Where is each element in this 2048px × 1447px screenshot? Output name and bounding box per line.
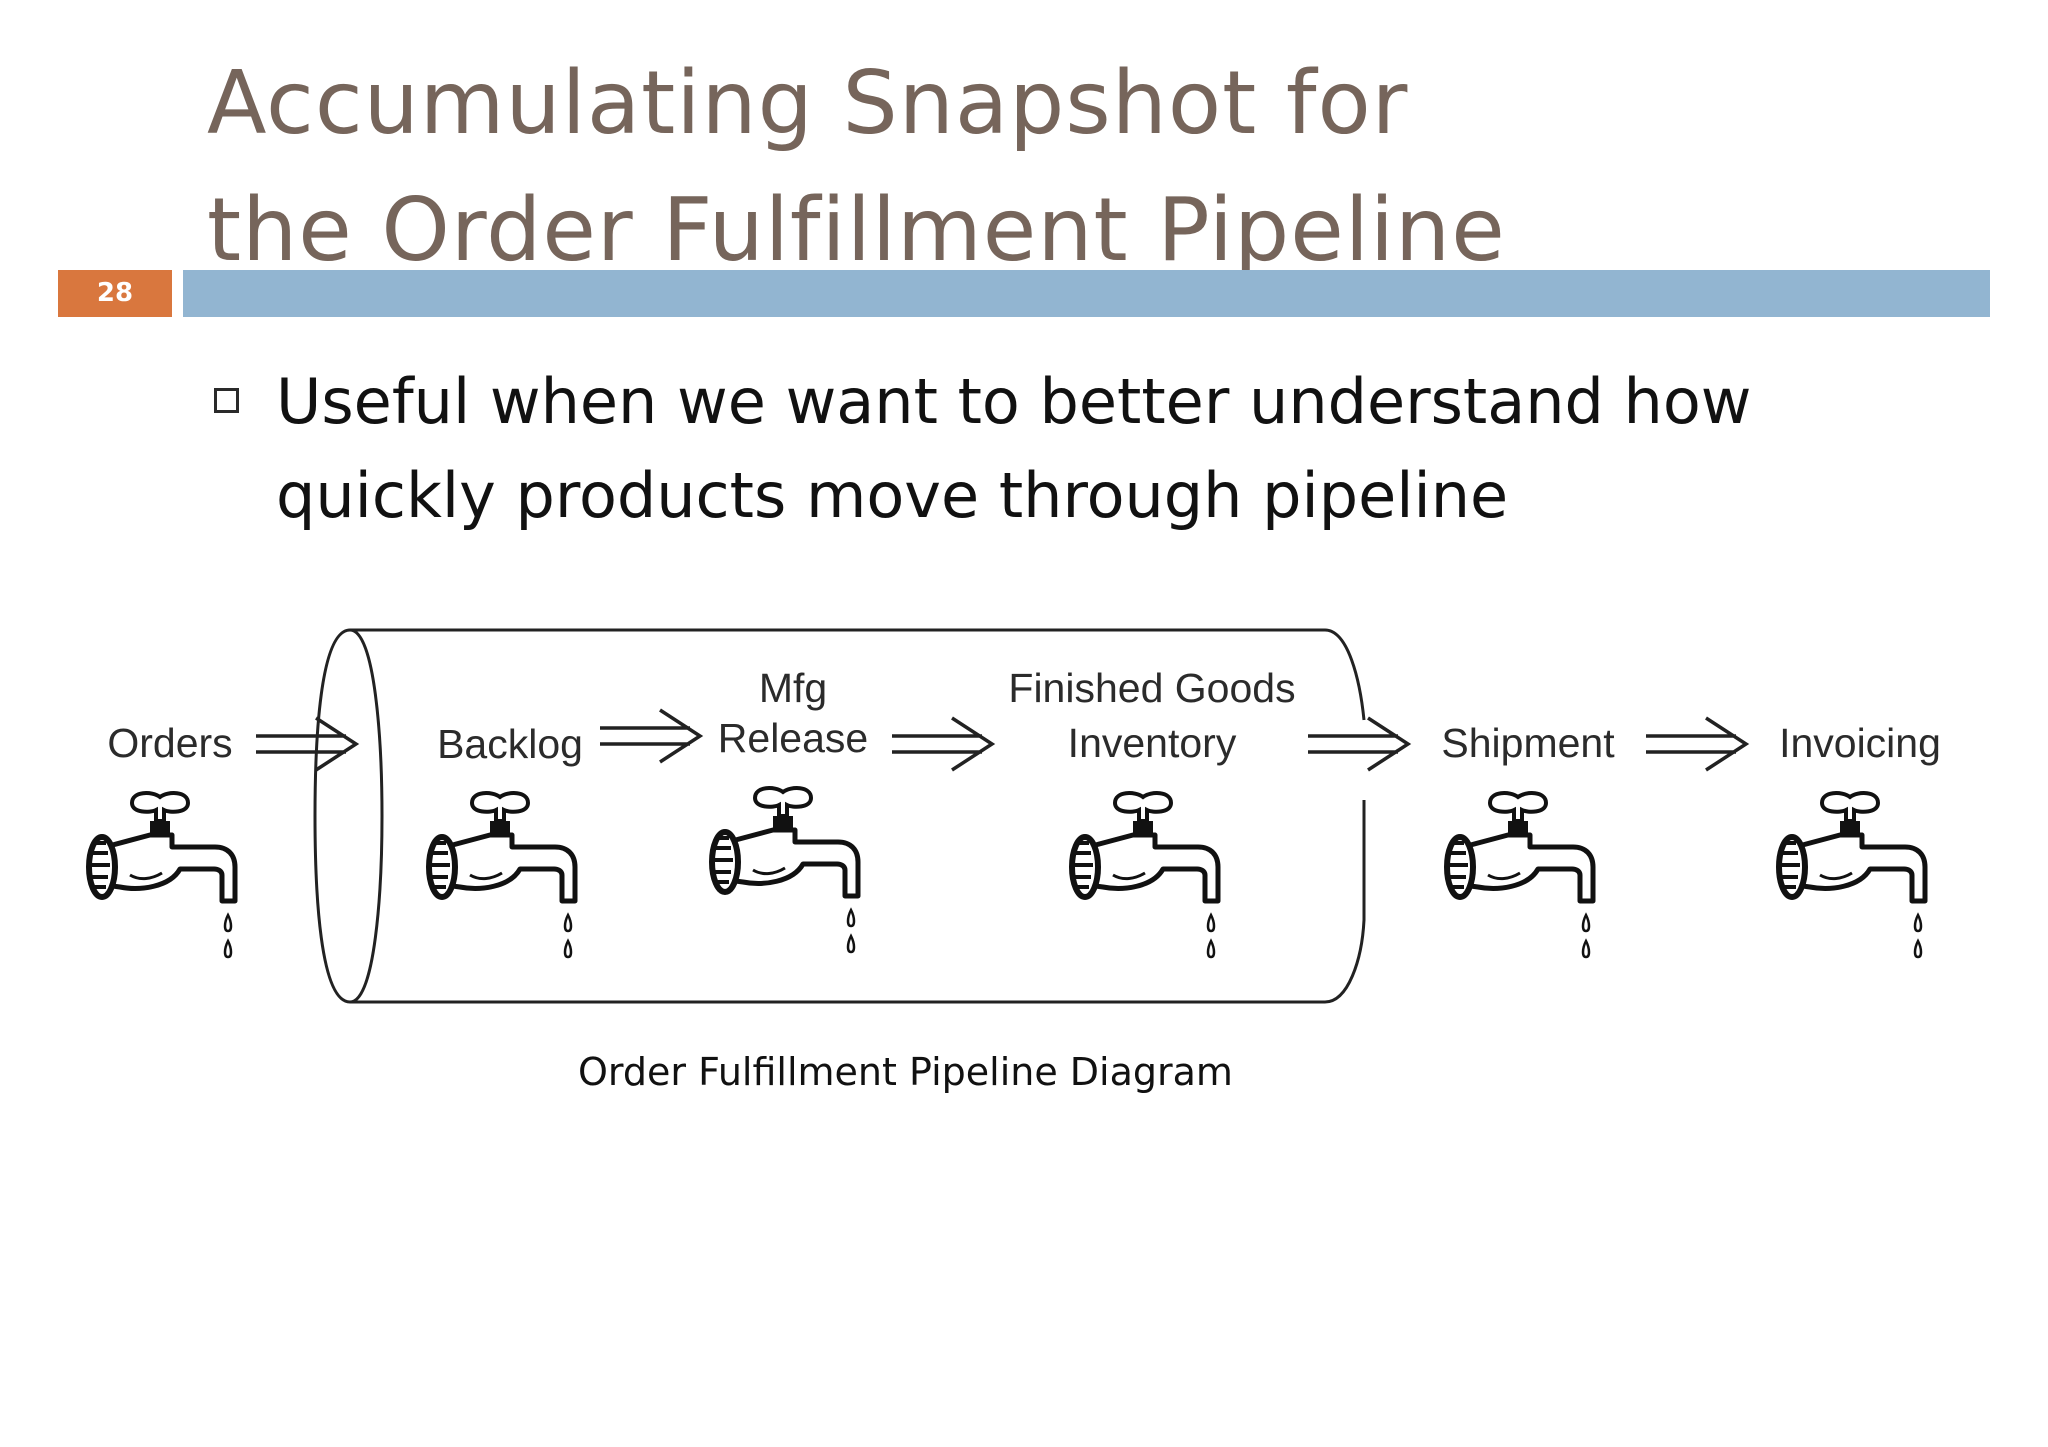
faucet-icon bbox=[429, 793, 575, 957]
stage-label-shipment: Shipment bbox=[1441, 720, 1615, 766]
stage-label-inventory: Inventory bbox=[1068, 720, 1237, 766]
slide-title-line-2: the Order Fulfillment Pipeline bbox=[207, 179, 1506, 281]
faucet-icon bbox=[1072, 793, 1218, 957]
diagram-caption: Order Fulfillment Pipeline Diagram bbox=[578, 1050, 1233, 1094]
stage-label-release: Release bbox=[718, 715, 868, 761]
slide-title-line-1: Accumulating Snapshot for bbox=[207, 52, 1409, 154]
stage-label-invoicing: Invoicing bbox=[1779, 720, 1941, 766]
pipeline-diagram: Orders Backlog Mfg Release Finished Good… bbox=[80, 628, 1941, 1004]
bullet-square-icon bbox=[214, 388, 239, 413]
double-arrow-icon bbox=[254, 716, 358, 772]
faucet-icon bbox=[1779, 793, 1925, 957]
double-arrow-icon bbox=[890, 716, 994, 772]
double-arrow-icon bbox=[1306, 716, 1410, 772]
stage-label-backlog: Backlog bbox=[437, 721, 583, 767]
faucet-icon bbox=[712, 788, 858, 952]
stage-label-finished-goods: Finished Goods bbox=[1008, 665, 1295, 711]
double-arrow-icon bbox=[598, 708, 702, 764]
slide-title: Accumulating Snapshot for the Order Fulf… bbox=[207, 40, 1907, 294]
page-number: 28 bbox=[58, 270, 172, 317]
faucet-icon bbox=[89, 793, 235, 957]
title-divider-bar bbox=[183, 270, 1990, 317]
stage-label-orders: Orders bbox=[107, 720, 232, 766]
double-arrow-icon bbox=[1644, 716, 1748, 772]
bullet-text: Useful when we want to better understand… bbox=[276, 365, 1752, 532]
faucet-icon bbox=[1447, 793, 1593, 957]
stage-label-mfg: Mfg bbox=[759, 665, 827, 711]
pipe-cylinder bbox=[313, 628, 1366, 1004]
